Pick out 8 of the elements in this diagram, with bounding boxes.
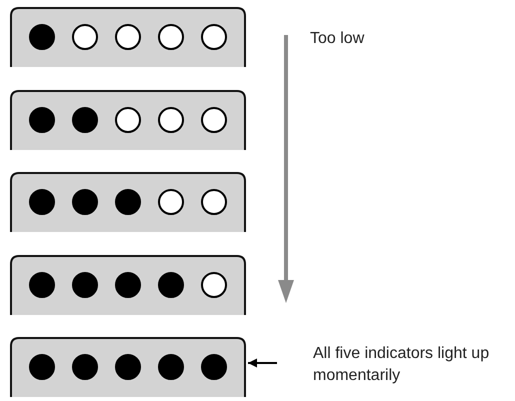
indicator-panel-drawing	[10, 255, 246, 315]
note-text: All five indicators light up momentarily	[313, 344, 490, 386]
leader-arrow	[248, 358, 277, 368]
note-text: Too low	[310, 29, 364, 49]
indicator-panel-drawing	[10, 7, 246, 67]
indicator-panel-drawing	[10, 172, 246, 232]
indicator-panel-drawing	[10, 337, 246, 397]
indicator-panel-drawing	[10, 90, 246, 150]
